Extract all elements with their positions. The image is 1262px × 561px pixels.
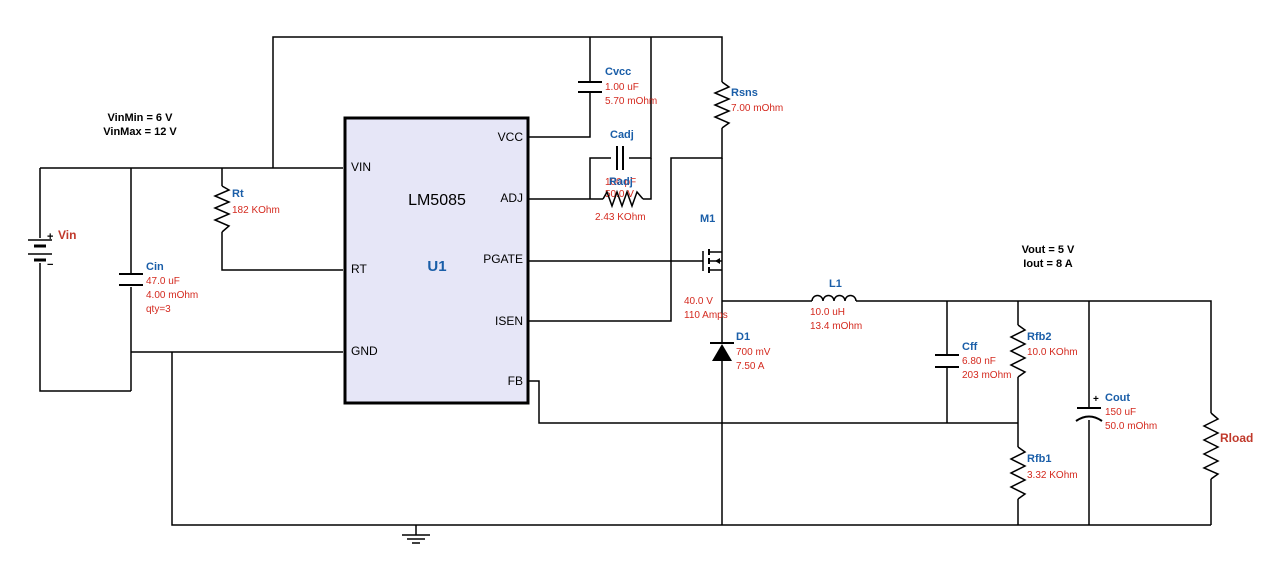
label-rfb1: Rfb1 [1027,453,1051,465]
inductor-l1[interactable] [811,294,857,302]
value-rsns: 7.00 mOhm [731,103,783,114]
label-vin: Vin [58,228,76,242]
label-cff: Cff [962,341,978,353]
label-radj: Radj [609,176,633,188]
note-vin-max: VinMax = 12 V [103,126,177,138]
capacitor-cout[interactable]: + [1075,394,1103,422]
value-l1-dcr: 13.4 mOhm [810,321,862,332]
pin-vin: VIN [351,160,371,174]
value-cout-esr: 50.0 mOhm [1105,421,1157,432]
value-cin-qty: qty=3 [146,304,171,315]
value-m1-voltage: 40.0 V [684,296,713,307]
value-cvcc-esr: 5.70 mOhm [605,96,657,107]
value-cff-capacitance: 6.80 nF [962,356,996,367]
value-cout-capacitance: 150 uF [1105,407,1136,418]
value-l1-inductance: 10.0 uH [810,307,845,318]
diode-d1[interactable] [710,342,734,361]
label-cin: Cin [146,261,164,273]
label-rsns: Rsns [731,87,758,99]
note-vout: Vout = 5 V [1022,244,1075,256]
wires [39,36,1212,535]
label-cvcc: Cvcc [605,66,631,78]
value-cin-capacitance: 47.0 uF [146,276,180,287]
ic-ref: U1 [427,258,446,275]
label-d1: D1 [736,331,750,343]
note-vin-min: VinMin = 6 V [108,112,174,124]
pin-vcc: VCC [498,130,524,144]
value-cvcc-capacitance: 1.00 uF [605,82,639,93]
pin-gnd: GND [351,344,378,358]
battery-vin[interactable]: + − [28,231,53,271]
ground-icon [402,534,430,544]
pin-pgate: PGATE [483,252,523,266]
resistor-rt[interactable] [213,185,231,233]
label-cadj: Cadj [610,129,634,141]
value-d1-voltage: 700 mV [736,347,771,358]
label-m1: M1 [700,213,715,225]
label-l1: L1 [829,278,842,290]
ic-u1[interactable]: LM5085 U1 VCC VIN ADJ PGATE RT ISEN GND … [343,116,530,405]
capacitor-cff[interactable] [935,354,959,368]
value-d1-current: 7.50 A [736,361,765,372]
minus-sign-icon: − [47,259,53,271]
resistor-rload[interactable] [1202,412,1220,480]
pin-isen: ISEN [495,314,523,328]
value-cadj-capacitance: 100 pF [605,177,636,188]
value-rfb2: 10.0 KOhm [1027,347,1078,358]
capacitor-cadj[interactable] [616,146,624,170]
value-rfb1: 3.32 KOhm [1027,470,1078,481]
plus-sign-icon: + [47,231,53,243]
capacitor-cin[interactable] [119,273,143,286]
value-m1-current: 110 Amps [684,310,728,321]
ic-part-number: LM5085 [408,192,466,209]
label-cout: Cout [1105,392,1130,404]
label-rt: Rt [232,188,244,200]
value-radj: 2.43 KOhm [595,212,646,223]
pin-fb: FB [508,374,523,388]
resistor-rfb1[interactable] [1009,446,1027,500]
resistor-rsns[interactable] [713,81,731,129]
value-cin-esr: 4.00 mOhm [146,290,198,301]
resistor-radj[interactable] [602,189,644,209]
mosfet-m1[interactable] [702,249,723,273]
value-rt: 182 KOhm [232,205,280,216]
resistor-rfb2[interactable] [1009,324,1027,378]
value-cadj-voltage: 50.0 V [605,189,634,200]
label-rfb2: Rfb2 [1027,331,1051,343]
note-iout: Iout = 8 A [1023,258,1072,270]
pin-adj: ADJ [500,191,523,205]
plus-sign-icon: + [1093,394,1099,405]
value-cff-esr: 203 mOhm [962,370,1011,381]
capacitor-cvcc[interactable] [578,81,602,93]
pin-rt: RT [351,262,367,276]
label-rload: Rload [1220,431,1253,445]
ic-body[interactable] [343,116,530,405]
